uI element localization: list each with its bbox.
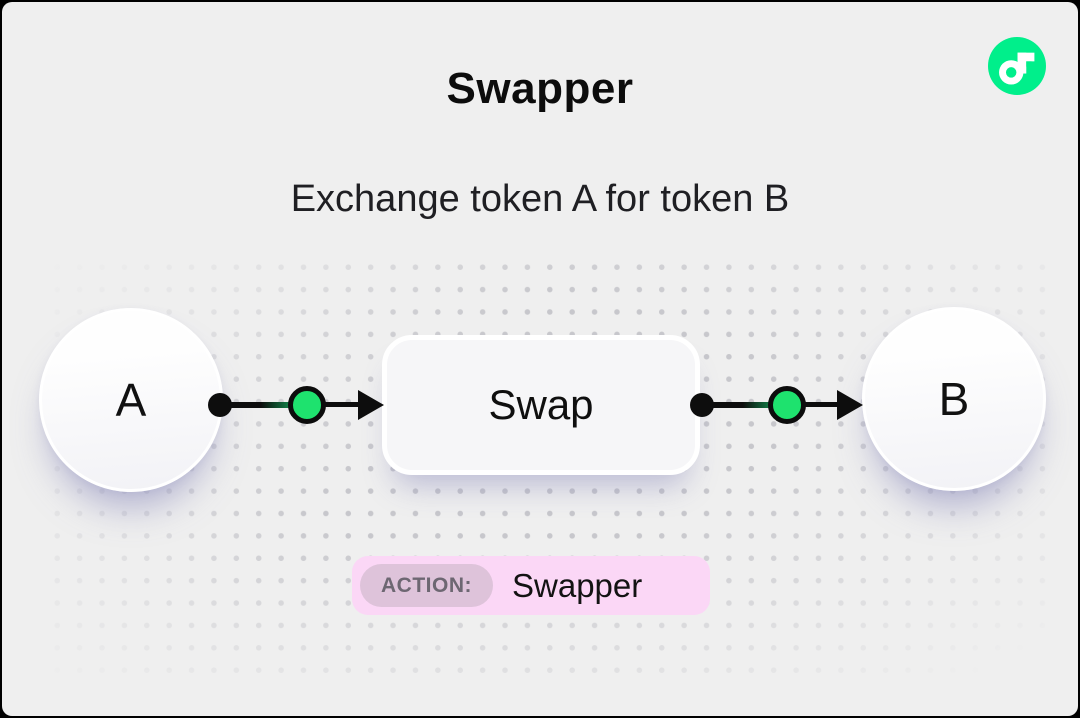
connector-line bbox=[324, 402, 360, 407]
token-a-node: A bbox=[39, 308, 223, 492]
connector-line bbox=[804, 402, 838, 407]
connector-green-node bbox=[288, 386, 326, 424]
arrow-right-icon bbox=[358, 390, 384, 420]
swap-node-label: Swap bbox=[488, 381, 594, 428]
token-b-node: B bbox=[862, 307, 1046, 491]
token-a-label: A bbox=[115, 374, 147, 426]
connector-line bbox=[704, 402, 790, 408]
page-subtitle: Exchange token A for token B bbox=[290, 178, 790, 220]
action-badge: ACTION: Swapper bbox=[352, 556, 710, 615]
action-badge-label: ACTION: bbox=[360, 564, 493, 607]
action-badge-value: Swapper bbox=[512, 566, 643, 604]
flow-logo-icon bbox=[988, 37, 1046, 95]
arrow-right-icon bbox=[837, 390, 863, 420]
swap-node: Swap bbox=[382, 335, 700, 475]
token-b-label: B bbox=[938, 373, 970, 425]
connector-line bbox=[222, 402, 308, 408]
page-title: Swapper bbox=[446, 64, 634, 113]
connector-green-node bbox=[768, 386, 806, 424]
